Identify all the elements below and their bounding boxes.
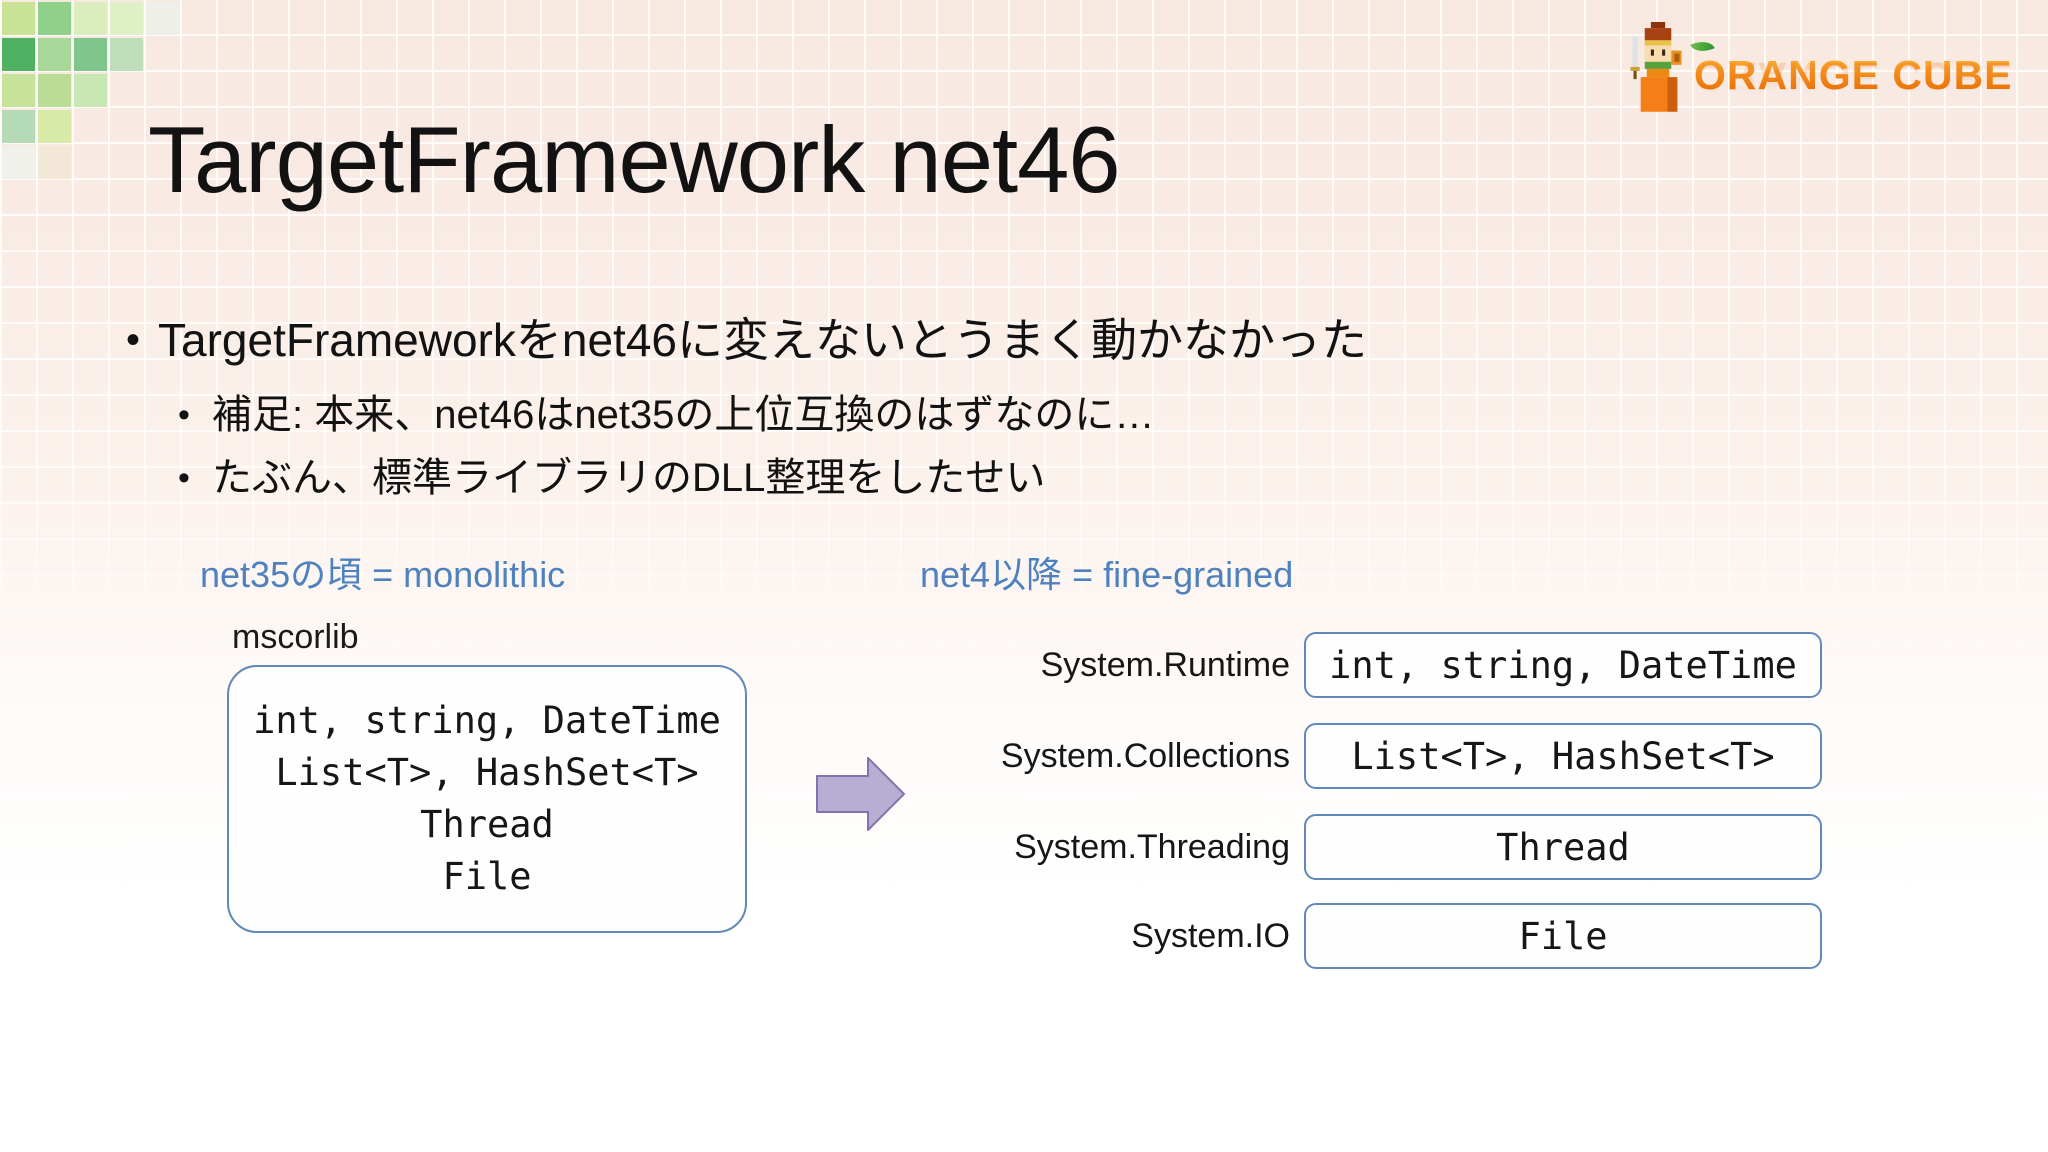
mscorlib-box-line: File — [442, 855, 532, 898]
fine-grained-heading: net4以降 = fine-grained — [920, 554, 1294, 595]
mosaic-cell — [146, 2, 179, 35]
mosaic-cell — [38, 146, 71, 179]
mosaic-cell — [2, 2, 35, 35]
bullet-marker: • — [178, 396, 190, 434]
assembly-label: System.IO — [1131, 917, 1290, 955]
sub-bullet-text: たぶん、標準ライブラリのDLL整理をしたせい — [212, 456, 1046, 500]
sub-bullet: • たぶん、標準ライブラリのDLL整理をしたせい — [178, 447, 1154, 510]
mscorlib-label: mscorlib — [232, 618, 359, 656]
mosaic-cell — [74, 74, 107, 107]
bullet-marker: • — [178, 459, 190, 497]
assembly-row: System.Threading Thread — [0, 814, 2048, 880]
assembly-box: Thread — [1304, 814, 1822, 880]
mosaic-cell — [38, 38, 71, 71]
mscorlib-box-line: Thread — [420, 803, 554, 846]
bullet-marker: • — [126, 318, 141, 362]
mosaic-cell — [38, 74, 71, 107]
logo-text: ORANGE CUBE — [1694, 52, 2013, 98]
mosaic-cell — [2, 110, 35, 143]
mosaic-cell — [74, 38, 107, 71]
right-block-arrow-icon — [816, 757, 905, 831]
mscorlib-box-line: List<T>, HashSet<T> — [275, 751, 699, 794]
mosaic-cell — [110, 38, 143, 71]
slide-title: TargetFramework net46 — [148, 107, 1121, 212]
assembly-box-content: int, string, DateTime — [1329, 643, 1797, 687]
mosaic-cell — [110, 2, 143, 35]
assembly-row: System.Collections List<T>, HashSet<T> — [0, 723, 2048, 789]
assembly-box-content: File — [1518, 914, 1608, 958]
sub-bullet-list: • 補足: 本来、net46はnet35の上位互換のはずなのに… • たぶん、標準ライ… — [178, 384, 1154, 510]
mosaic-decoration — [0, 0, 220, 220]
main-bullet-text: TargetFrameworkをnet46に変えないとうまく動かなかった — [158, 314, 1367, 366]
mscorlib-box-line: int, string, DateTime — [253, 699, 721, 742]
main-bullet: • TargetFrameworkをnet46に変えないとうまく動かなかった — [126, 308, 1367, 372]
monolithic-heading: net35の頃 = monolithic — [200, 554, 566, 595]
assembly-label: System.Collections — [1000, 737, 1290, 775]
mosaic-cell — [38, 110, 71, 143]
mosaic-cell — [2, 74, 35, 107]
assembly-row: System.Runtime int, string, DateTime — [0, 632, 2048, 698]
sub-bullet: • 補足: 本来、net46はnet35の上位互換のはずなのに… — [178, 384, 1154, 447]
assembly-box-content: List<T>, HashSet<T> — [1351, 734, 1775, 778]
assembly-label: System.Threading — [1014, 828, 1290, 866]
orange-cube-logo: ORANGE CUBE ORANGE CUBE — [1630, 16, 2013, 156]
mosaic-cell — [74, 2, 107, 35]
assembly-label: System.Runtime — [1040, 646, 1290, 684]
sub-bullet-text: 補足: 本来、net46はnet35の上位互換のはずなのに… — [212, 393, 1155, 437]
mosaic-cell — [2, 146, 35, 179]
mosaic-cell — [2, 38, 35, 71]
orange-cube-mascot-icon — [1630, 22, 1682, 112]
mosaic-cell — [38, 2, 71, 35]
assembly-row: System.IO File — [0, 903, 2048, 969]
assembly-box: File — [1304, 903, 1822, 969]
assembly-box: int, string, DateTime — [1304, 632, 1822, 698]
assembly-box-content: Thread — [1496, 825, 1630, 869]
assembly-box: List<T>, HashSet<T> — [1304, 723, 1822, 789]
